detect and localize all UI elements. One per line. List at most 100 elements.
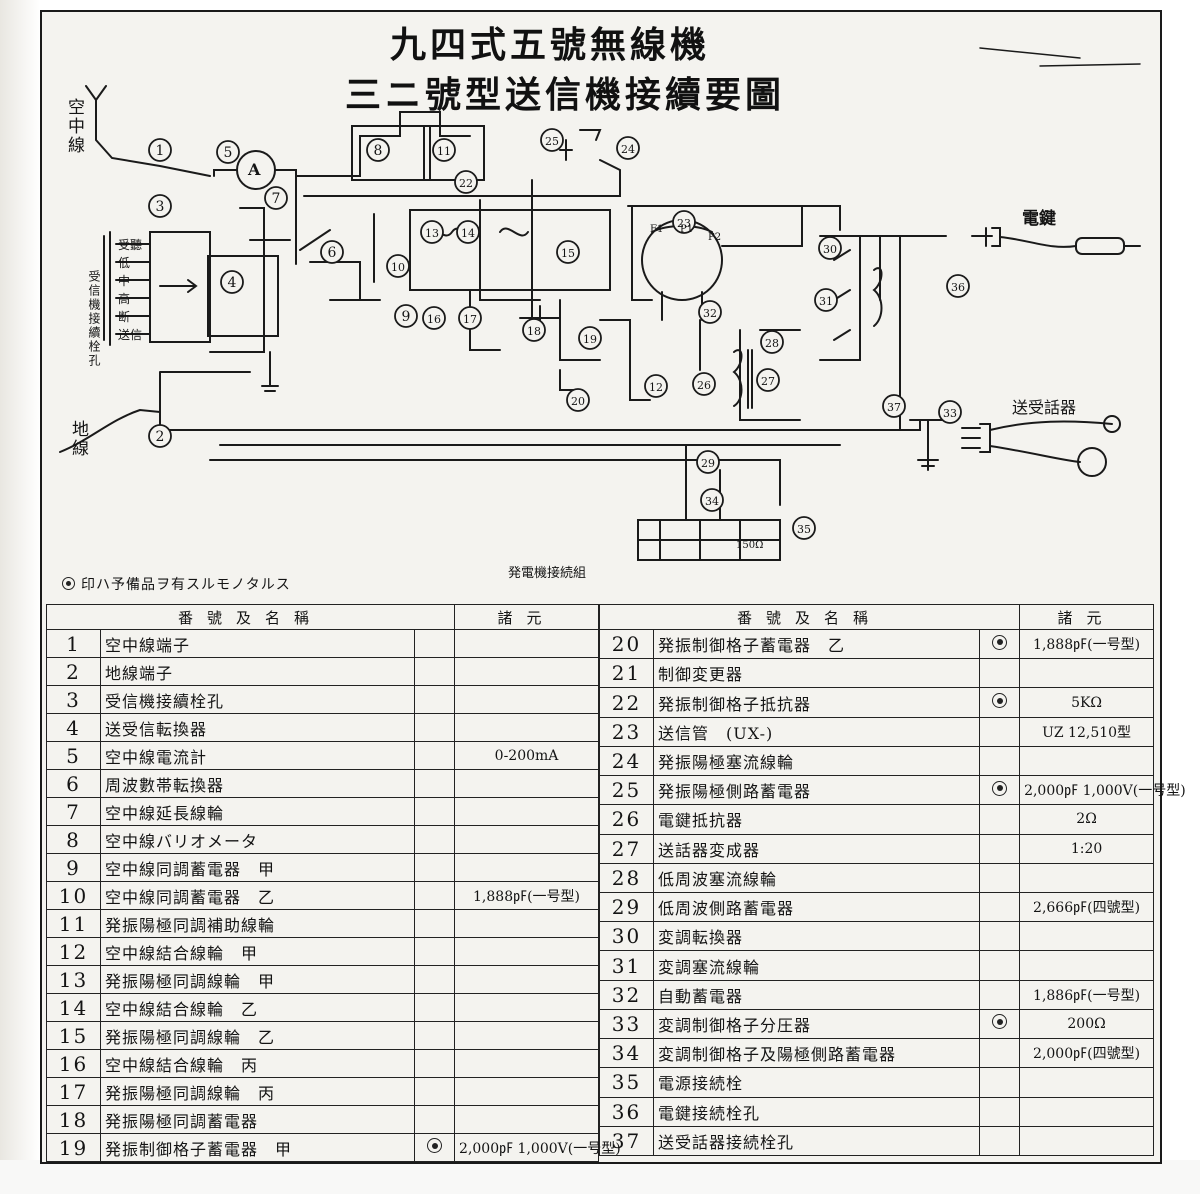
- part-name: 変調塞流線輪: [653, 950, 981, 981]
- part-number: 30: [599, 921, 655, 952]
- callout-number: 22: [459, 177, 473, 190]
- callout-circle: [458, 306, 482, 330]
- tube-pin-label: P2: [708, 232, 722, 243]
- callout-1: 1: [148, 138, 172, 162]
- spare-mark: [979, 745, 1021, 777]
- spare-mark: [979, 833, 1021, 864]
- part-name: 発振陽極同調線輪 甲: [100, 965, 415, 994]
- title-line-2: 三ニ號型送信機接續要圖: [345, 74, 786, 116]
- key-plug: [971, 227, 1001, 247]
- callout-circle: [366, 138, 390, 162]
- resistor-value: 150Ω: [736, 540, 764, 551]
- part-spec: [1019, 1067, 1155, 1098]
- handset-cord: [989, 420, 1113, 463]
- key-cord: [999, 236, 1077, 248]
- callout-15: 15: [556, 240, 580, 264]
- spare-mark: [979, 1125, 1021, 1157]
- part-number: 32: [599, 979, 655, 1010]
- callout-number: 11: [437, 145, 451, 158]
- spare-mark: [979, 891, 1021, 923]
- callout-circle: [938, 400, 962, 424]
- title-line-1: 九四式五號無線機: [390, 24, 711, 66]
- part-name: 発振陽極同調線輪 乙: [100, 1021, 415, 1050]
- part-number: 18: [46, 1105, 101, 1134]
- callout-number: 7: [272, 191, 281, 207]
- callout-circle: [672, 210, 696, 234]
- callout-circle: [556, 240, 580, 264]
- callout-circle: [320, 240, 344, 264]
- part-number: 27: [599, 833, 655, 864]
- tube-pin-label: F1: [650, 224, 664, 235]
- callout-number: 12: [649, 381, 663, 394]
- handset-earpiece: [1077, 447, 1107, 477]
- part-number: 20: [599, 628, 655, 660]
- spare-mark: [979, 775, 1021, 806]
- part-spec: [454, 1049, 600, 1078]
- callout-number: 36: [951, 281, 965, 294]
- spare-mark: [979, 979, 1021, 1010]
- part-name: 空中線結合線輪 乙: [100, 993, 415, 1022]
- part-number: 2: [46, 657, 101, 686]
- callout-number: 18: [527, 325, 541, 338]
- callout-circle: [700, 488, 724, 512]
- spare-mark: [979, 1096, 1021, 1127]
- callout-33: 33: [938, 400, 962, 424]
- generator-label: 発電機接続組: [508, 566, 587, 581]
- callout-number: 4: [228, 275, 237, 291]
- callout-number: 17: [463, 313, 477, 326]
- callout-circle: [456, 220, 480, 244]
- callout-number: 31: [819, 295, 833, 308]
- part-name: 受信機接續栓孔: [100, 685, 415, 714]
- spec-header: 諸元: [1019, 604, 1155, 630]
- power-bus: [209, 459, 781, 506]
- key-label: 電鍵: [1022, 209, 1056, 229]
- callout-circle: [148, 138, 172, 162]
- callout-3: 3: [148, 194, 172, 218]
- part-spec: 0-200mA: [454, 741, 600, 770]
- part-number: 24: [599, 745, 655, 777]
- part-name: 空中線結合線輪 丙: [100, 1049, 415, 1078]
- callout-number: 23: [677, 217, 691, 230]
- part-name: 発振陽極塞流線輪: [653, 745, 981, 777]
- coupling-coil-box: [423, 125, 485, 181]
- part-number: 14: [46, 993, 101, 1022]
- name-header: 番號及名稱: [45, 604, 456, 630]
- spare-mark: [979, 1038, 1021, 1069]
- part-number: 4: [46, 713, 101, 742]
- callout-number: 35: [797, 523, 811, 536]
- switch-position-label: 断: [118, 310, 131, 324]
- part-number: 1: [46, 629, 101, 658]
- callout-circle: [220, 270, 244, 294]
- callout-number: 20: [571, 395, 585, 408]
- spare-mark: [413, 881, 456, 910]
- callout-10: 10: [386, 254, 410, 278]
- part-name: 送受話器接続栓孔: [653, 1125, 981, 1157]
- part-spec: [1019, 745, 1155, 777]
- callout-number: 27: [761, 375, 775, 388]
- callout-circle: [882, 394, 906, 418]
- callout-number: 26: [697, 379, 711, 392]
- part-spec: [454, 965, 600, 994]
- handset-plug: [961, 423, 991, 453]
- part-name: 発振陽極同調線輪 丙: [100, 1077, 415, 1106]
- callout-8: 8: [366, 138, 390, 162]
- part-spec: [454, 825, 600, 854]
- part-name: 空中線端子: [100, 629, 415, 658]
